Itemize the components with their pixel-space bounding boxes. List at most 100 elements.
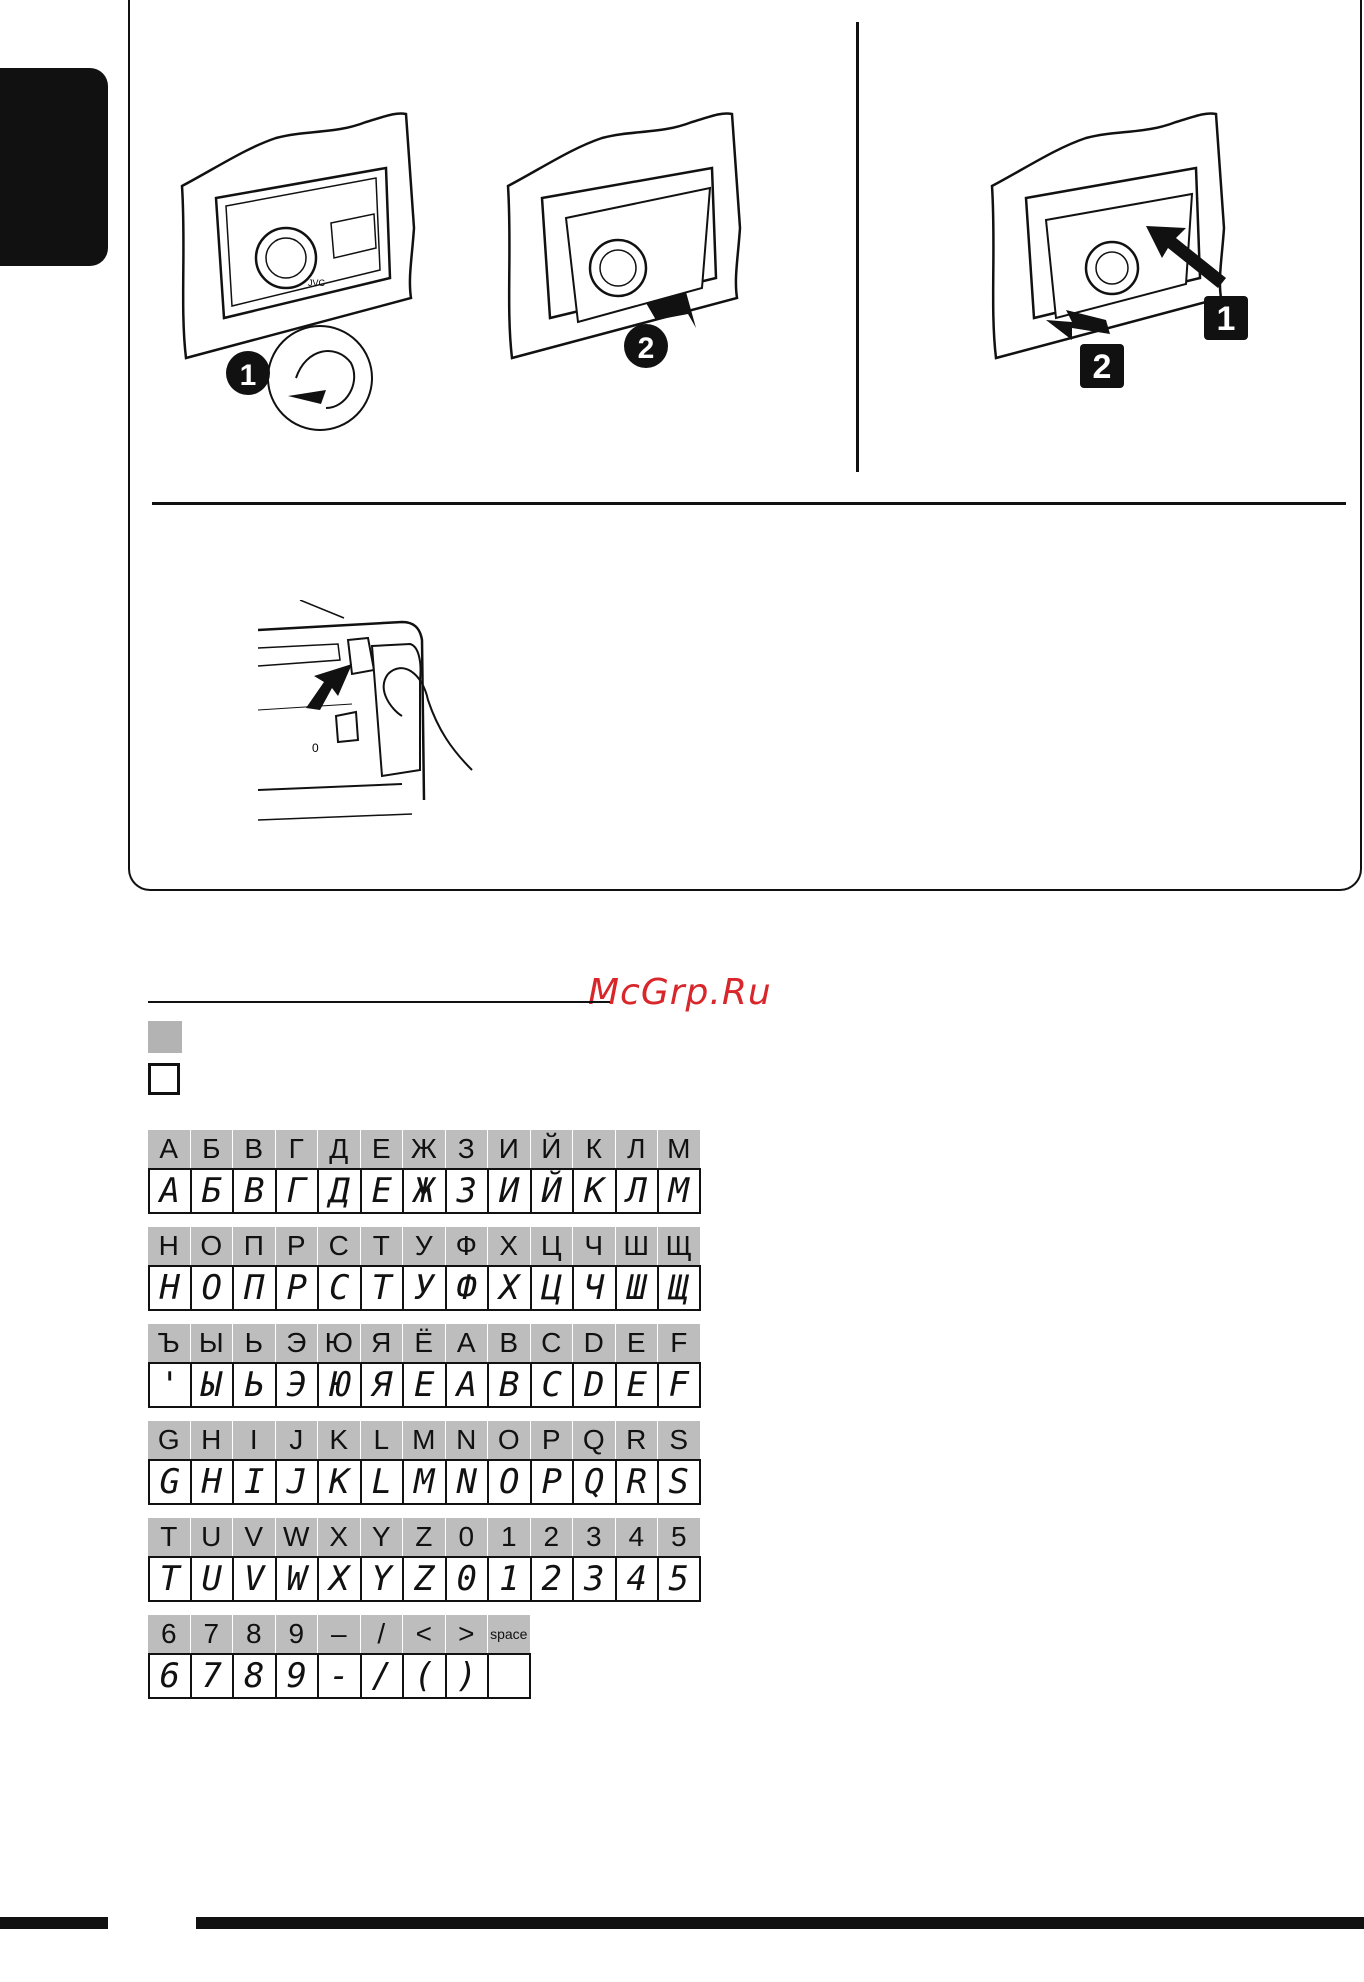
char-cell: C [530, 1324, 573, 1362]
display-cell: У [403, 1265, 446, 1311]
char-cell: Н [148, 1227, 191, 1265]
reset-button-illustration: 0 [257, 600, 473, 821]
char-cell: G [148, 1421, 191, 1459]
char-cell: H [190, 1421, 233, 1459]
char-cell: Д [318, 1130, 361, 1168]
display-cell: C [318, 1265, 361, 1311]
instruction-panel [128, 0, 1362, 891]
char-cell: M [403, 1421, 446, 1459]
char-cell: И [488, 1130, 531, 1168]
char-cell: Г [275, 1130, 318, 1168]
attach-panel-illustration: 1 2 [990, 112, 1248, 388]
footer-bar-right [196, 1917, 1364, 1929]
char-cell: Я [360, 1324, 403, 1362]
display-cell: / [360, 1653, 403, 1699]
char-cell: I [233, 1421, 276, 1459]
display-cell: L [360, 1459, 403, 1505]
display-cell: 8 [233, 1653, 276, 1699]
display-cell [488, 1653, 531, 1699]
display-cell: N [445, 1459, 488, 1505]
char-cell: S [658, 1421, 701, 1459]
svg-text:2: 2 [1093, 348, 1112, 386]
display-cell: 0 [445, 1556, 488, 1602]
footer-bar-left [0, 1917, 108, 1929]
char-cell: > [445, 1615, 488, 1653]
char-cell: D [573, 1324, 616, 1362]
language-tab [0, 68, 108, 266]
display-cell: Д [318, 1168, 361, 1214]
display-cell: M [658, 1168, 701, 1214]
char-cell: K [318, 1421, 361, 1459]
display-cell: Г [275, 1168, 318, 1214]
display-cell: X [318, 1556, 361, 1602]
char-cell: 1 [488, 1518, 531, 1556]
display-cell: O [488, 1459, 531, 1505]
svg-text:1: 1 [1217, 300, 1236, 338]
display-cell: K [318, 1459, 361, 1505]
char-cell: E [615, 1324, 658, 1362]
step2-marker: 2 [624, 324, 668, 368]
char-cell: Ю [318, 1324, 361, 1362]
display-cell: П [233, 1265, 276, 1311]
char-cell: R [615, 1421, 658, 1459]
char-cell: – [318, 1615, 361, 1653]
char-cell: Р [275, 1227, 318, 1265]
display-cell: B [488, 1362, 531, 1408]
display-cell: H [148, 1265, 191, 1311]
display-cell: F [658, 1362, 701, 1408]
char-cell: 3 [573, 1518, 616, 1556]
char-cell: 7 [190, 1615, 233, 1653]
display-cell: Ч [573, 1265, 616, 1311]
display-cell: Ы [190, 1362, 233, 1408]
display-cell: 9 [275, 1653, 318, 1699]
display-cell: J [275, 1459, 318, 1505]
char-cell: N [445, 1421, 488, 1459]
display-cell: ) [445, 1653, 488, 1699]
char-cell: Ж [403, 1130, 446, 1168]
display-cell: T [360, 1265, 403, 1311]
char-cell: B [488, 1324, 531, 1362]
display-cell: Z [403, 1556, 446, 1602]
attach-step2-marker: 2 [1080, 344, 1124, 388]
char-cell: V [233, 1518, 276, 1556]
display-cell: Ь [233, 1362, 276, 1408]
char-cell: М [658, 1130, 701, 1168]
display-cell: A [148, 1168, 191, 1214]
display-cell: R [615, 1459, 658, 1505]
char-cell: Ё [403, 1324, 446, 1362]
char-cell: O [488, 1421, 531, 1459]
display-cell: Ж [403, 1168, 446, 1214]
svg-text:2: 2 [638, 332, 655, 365]
char-cell: Ф [445, 1227, 488, 1265]
display-cell: 4 [615, 1556, 658, 1602]
display-cell: 1 [488, 1556, 531, 1602]
char-cell: F [658, 1324, 701, 1362]
step1-marker: 1 [226, 351, 270, 395]
display-cell: Щ [658, 1265, 701, 1311]
char-cell: 2 [530, 1518, 573, 1556]
display-cell: T [148, 1556, 191, 1602]
detach-step2-illustration: 2 [506, 112, 742, 368]
display-cell: Ю [318, 1362, 361, 1408]
display-cell: P [275, 1265, 318, 1311]
display-cell: И [488, 1168, 531, 1214]
display-cell: З [445, 1168, 488, 1214]
char-cell: Х [488, 1227, 531, 1265]
char-cell: 4 [615, 1518, 658, 1556]
display-cell: D [573, 1362, 616, 1408]
char-cell: Т [360, 1227, 403, 1265]
char-cell: Ш [615, 1227, 658, 1265]
display-cell: 5 [658, 1556, 701, 1602]
display-cell: Q [573, 1459, 616, 1505]
watermark: McGrp.Ru [588, 972, 772, 1013]
